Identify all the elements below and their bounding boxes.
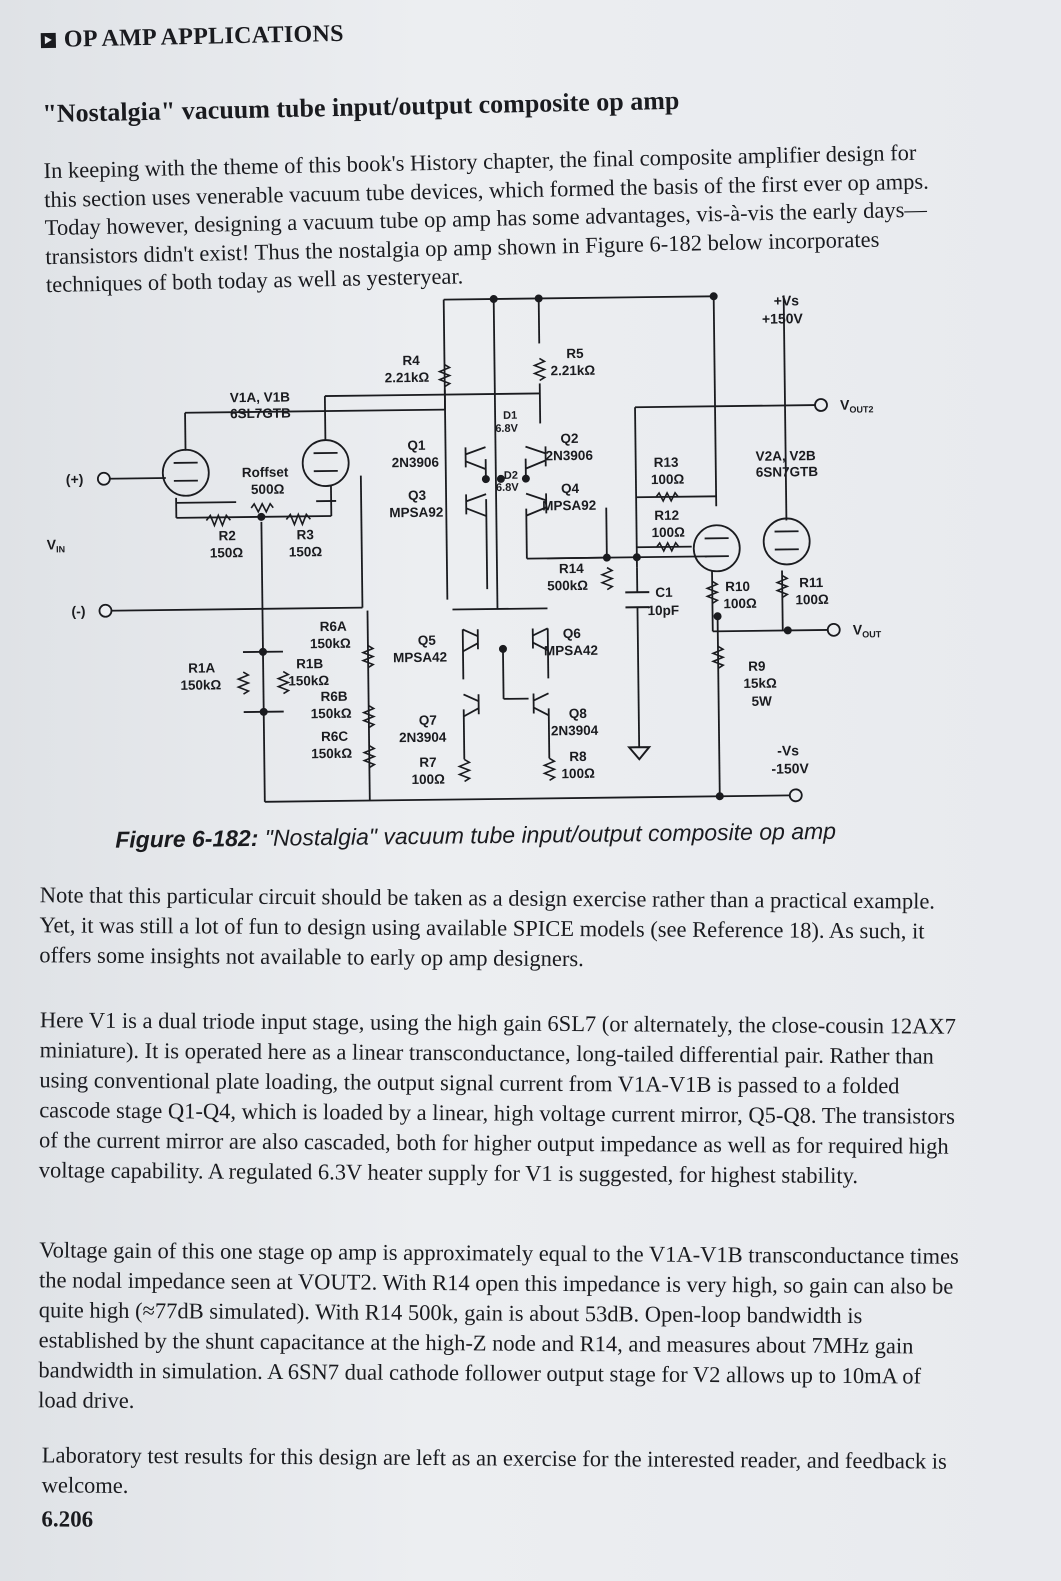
label-r13-val: 100Ω <box>651 472 685 487</box>
section-header: OP AMP APPLICATIONS <box>40 20 345 54</box>
label-r11: R11 <box>799 575 824 590</box>
label-r4-val: 2.21kΩ <box>385 370 430 386</box>
label-r8: R8 <box>569 749 587 764</box>
label-r6c-val: 150kΩ <box>311 746 352 762</box>
label-q7: Q7 <box>419 713 437 728</box>
page-number: 6.206 <box>41 1506 94 1532</box>
label-r1b: R1B <box>296 656 323 671</box>
section-header-text: OP AMP APPLICATIONS <box>63 20 345 53</box>
label-q3: Q3 <box>408 488 427 503</box>
label-q1-type: 2N3906 <box>392 455 440 471</box>
label-r4: R4 <box>402 353 420 368</box>
label-vs-pos: +Vs <box>774 292 800 308</box>
label-r6a-val: 150kΩ <box>310 636 351 652</box>
label-v1: V1A, V1B <box>230 389 290 405</box>
label-d2-val: 6.8V <box>496 482 519 494</box>
label-vout2: VOUT2 <box>840 396 874 414</box>
body-text: Note that this particular circuit should… <box>0 0 1061 1531</box>
label-q5: Q5 <box>418 633 437 648</box>
label-d1: D1 <box>503 410 517 422</box>
label-q8: Q8 <box>569 706 588 721</box>
label-r6b-val: 150kΩ <box>311 706 352 722</box>
label-c1: C1 <box>655 585 673 600</box>
label-vout: VOUT <box>853 621 882 639</box>
label-vs-neg-val: -150V <box>771 760 809 776</box>
label-r14-val: 500kΩ <box>547 578 588 594</box>
label-vs-pos-val: +150V <box>762 310 804 327</box>
label-q2-type: 2N3906 <box>546 448 594 464</box>
figure-caption: Figure 6-182: "Nostalgia" vacuum tube in… <box>115 818 836 854</box>
label-r11-val: 100Ω <box>795 592 829 607</box>
label-c1-val: 10pF <box>647 603 679 618</box>
label-v2: V2A, V2B <box>756 448 816 464</box>
section-title: "Nostalgia" vacuum tube input/output com… <box>42 85 680 129</box>
label-roffset-val: 500Ω <box>251 482 285 497</box>
label-r6a: R6A <box>320 619 347 634</box>
label-r10: R10 <box>725 579 750 594</box>
label-q8-type: 2N3904 <box>551 723 599 739</box>
junction-dots <box>257 292 792 801</box>
label-v1-type: 6SL7GTB <box>230 405 291 421</box>
label-q2: Q2 <box>560 431 578 446</box>
label-r9-power: 5W <box>752 694 773 709</box>
label-r3-val: 150Ω <box>289 544 323 559</box>
label-q4-type: MPSA92 <box>542 498 596 514</box>
circuit-schematic: +Vs +150V VOUT2 VOUT VIN (+) (-) V1A, V1… <box>47 292 882 803</box>
label-q3-type: MPSA92 <box>389 505 443 521</box>
passives <box>625 591 652 761</box>
label-r7: R7 <box>419 755 436 770</box>
label-q7-type: 2N3904 <box>399 730 447 746</box>
terminals <box>96 398 841 803</box>
label-q5-type: MPSA42 <box>393 650 447 666</box>
label-q6-type: MPSA42 <box>544 643 598 659</box>
wires <box>105 295 828 803</box>
label-r6b: R6B <box>320 689 347 704</box>
resistors <box>205 357 790 783</box>
paragraph-lab-tests: Laboratory test results for this design … <box>41 1442 947 1498</box>
label-r5: R5 <box>566 346 584 361</box>
label-r6c: R6C <box>321 729 348 744</box>
label-r9: R9 <box>748 659 765 674</box>
label-q4: Q4 <box>561 481 580 496</box>
label-d1-val: 6.8V <box>495 423 518 435</box>
label-r1a: R1A <box>188 660 215 675</box>
figure-caption-label: Figure 6-182: <box>115 824 259 853</box>
label-r10-val: 100Ω <box>723 596 757 611</box>
vacuum-tubes <box>161 439 811 573</box>
section-arrow-icon <box>40 32 57 49</box>
label-roffset: Roffset <box>242 465 289 481</box>
label-r12: R12 <box>654 508 679 523</box>
label-r13: R13 <box>654 455 679 470</box>
label-r2-val: 150Ω <box>210 545 244 560</box>
label-v2-type: 6SN7GTB <box>756 464 819 480</box>
paragraph-note: Note that this particular circuit should… <box>39 882 936 972</box>
label-r3: R3 <box>296 527 314 542</box>
label-r5-val: 2.21kΩ <box>550 363 595 379</box>
paragraph-voltage-gain: Voltage gain of this one stage op amp is… <box>38 1237 959 1413</box>
label-r7-val: 100Ω <box>411 772 445 787</box>
label-q1: Q1 <box>407 438 426 453</box>
label-r12-val: 100Ω <box>651 525 685 540</box>
figure-caption-text: "Nostalgia" vacuum tube input/output com… <box>258 817 837 851</box>
label-r2: R2 <box>218 528 235 543</box>
label-vs-neg: -Vs <box>777 742 799 758</box>
label-r8-val: 100Ω <box>561 766 595 781</box>
label-r9-val: 15kΩ <box>743 676 777 691</box>
transistors <box>462 445 550 718</box>
label-r1a-val: 150kΩ <box>180 677 221 693</box>
label-vin: VIN <box>47 536 66 554</box>
label-q6: Q6 <box>563 626 582 641</box>
label-in-plus: (+) <box>66 471 84 487</box>
label-r14: R14 <box>559 561 584 576</box>
label-in-minus: (-) <box>71 603 85 619</box>
label-r1b-val: 150kΩ <box>288 673 329 689</box>
paragraph-v1-stage: Here V1 is a dual triode input stage, us… <box>38 1007 956 1189</box>
label-d2: D2 <box>504 470 518 482</box>
